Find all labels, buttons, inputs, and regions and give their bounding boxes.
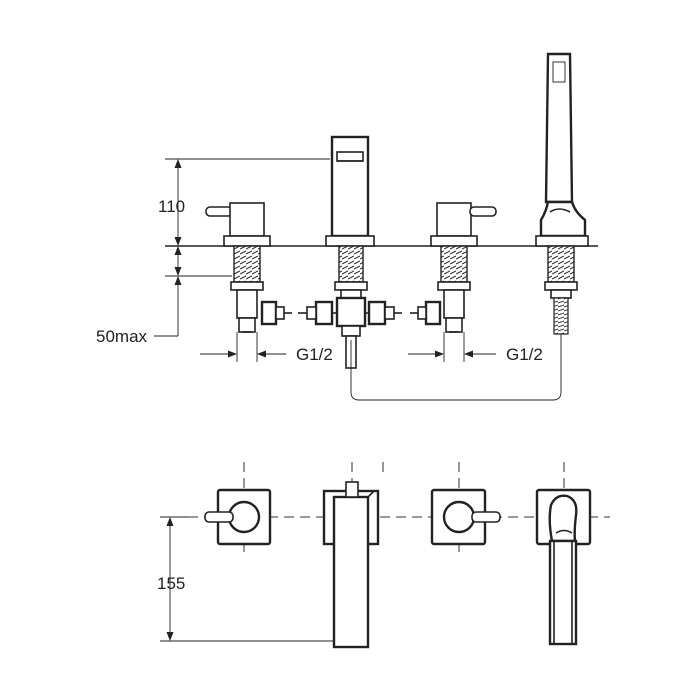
dimension-label-g12-right: G1/2 bbox=[506, 345, 543, 364]
dimension-deck-depth: 155 bbox=[157, 516, 334, 642]
side-view: 110 50max bbox=[96, 52, 598, 401]
spout-plan bbox=[322, 481, 380, 649]
plan-view: 155 bbox=[157, 462, 610, 649]
dimension-label-155: 155 bbox=[157, 574, 185, 593]
dimension-spout-height: 110 bbox=[158, 158, 330, 246]
left-valve-plan bbox=[204, 488, 272, 546]
right-valve-plan bbox=[430, 488, 501, 546]
right-valve-side bbox=[430, 202, 497, 333]
spout-side bbox=[325, 135, 375, 369]
dimension-label-g12-left: G1/2 bbox=[296, 345, 333, 364]
dimension-label-50max: 50max bbox=[96, 327, 148, 346]
dimension-label-110: 110 bbox=[158, 197, 185, 216]
connection-fittings bbox=[260, 300, 442, 326]
hand-shower-side bbox=[535, 52, 589, 335]
dimension-thread-left: G1/2 bbox=[200, 332, 333, 364]
left-valve-side bbox=[205, 202, 271, 333]
shower-plan bbox=[535, 488, 592, 646]
shower-hose-loop bbox=[350, 334, 562, 401]
dimension-deck-thickness: 50max bbox=[96, 246, 182, 346]
dimension-thread-right: G1/2 bbox=[408, 332, 543, 364]
